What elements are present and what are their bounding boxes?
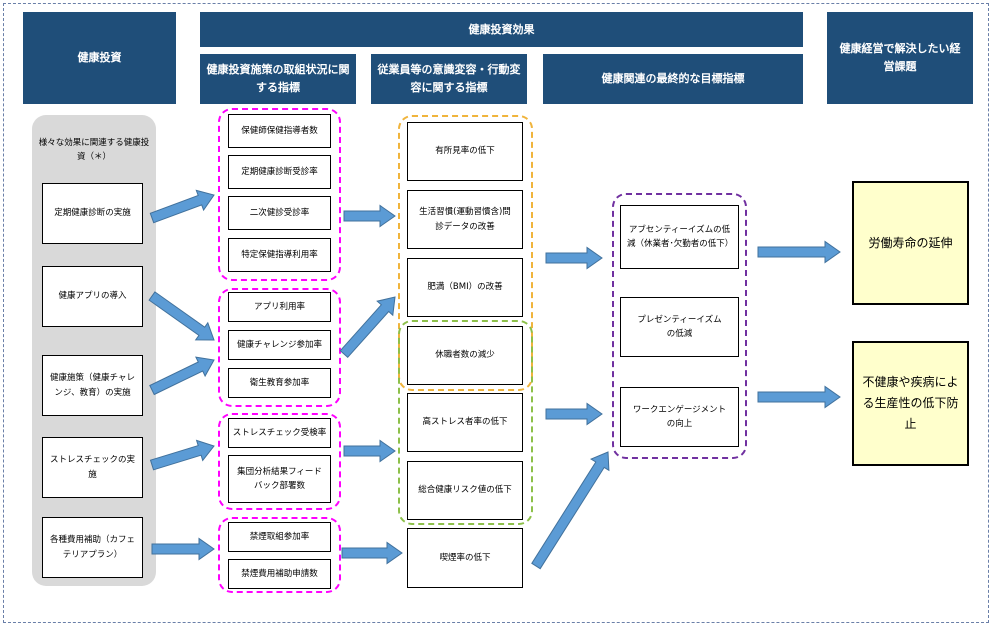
awareness-box: 総合健康リスク値の低下 [407, 461, 523, 520]
flow-arrow [757, 240, 841, 264]
investment-note: 様々な効果に関連する健康投資（＊） [38, 138, 150, 162]
investment-box: 健康施策（健康チャレンジ、教育）の実施 [42, 355, 143, 416]
header-measures-indicators: 健康投資施策の取組状況に関する指標 [200, 54, 356, 104]
awareness-group-green [398, 320, 533, 525]
measure-box: 健康チャレンジ参加率 [228, 330, 331, 360]
measures-group-stress-check [218, 413, 341, 510]
flow-arrow [545, 246, 603, 270]
awareness-box: 生活習慣(運動習慣含)問診データの改善 [407, 190, 523, 249]
header-awareness-indicators: 従業員等の意識変容・行動変容に関する指標 [371, 54, 527, 104]
measures-group-health-checkup [218, 108, 341, 281]
flow-arrow [343, 204, 396, 228]
awareness-box: 休職者数の減少 [407, 326, 523, 385]
header-management-issues: 健康経営で解決したい経営課題 [827, 12, 973, 104]
awareness-box: 有所見率の低下 [407, 122, 523, 181]
investment-box: 各種費用補助（カフェテリアプラン） [42, 517, 143, 578]
investment-box: ストレスチェックの実施 [42, 437, 143, 498]
awareness-box: 喫煙率の低下 [407, 528, 523, 588]
measure-box: 衛生教育参加率 [228, 368, 331, 398]
measure-box: 特定保健指導利用率 [228, 238, 331, 272]
flow-arrow [341, 541, 403, 565]
flow-arrow [149, 439, 215, 471]
awareness-box: 肥満（BMI）の改善 [407, 258, 523, 317]
awareness-box: 高ストレス者率の低下 [407, 393, 523, 452]
header-final-indicators: 健康関連の最終的な目標指標 [543, 54, 803, 104]
flow-arrow [148, 291, 215, 341]
flow-arrow [151, 537, 215, 561]
measures-group-app-education [218, 288, 341, 407]
final-indicators-group [612, 193, 747, 459]
final-indicator-box: ワークエンゲージメントの向上 [620, 387, 739, 447]
measure-box: 禁煙費用補助申請数 [228, 559, 331, 589]
measure-box: 集団分析結果フィードバック部署数 [228, 455, 331, 503]
flow-arrow [149, 189, 215, 224]
flow-arrow [531, 451, 610, 570]
flow-arrow [339, 296, 396, 359]
investment-box: 健康アプリの導入 [42, 266, 143, 327]
awareness-group-orange [398, 115, 533, 391]
measure-box: アプリ利用率 [228, 292, 331, 322]
measure-box: 定期健康診断受診率 [228, 155, 331, 189]
goal-box: 労働寿命の延伸 [852, 181, 969, 305]
header-investment: 健康投資 [23, 12, 176, 104]
final-indicator-box: アブセンティーイズムの低減（休業者･欠勤者の低下） [620, 205, 739, 269]
flow-arrow [149, 356, 215, 396]
flow-arrow [545, 402, 603, 426]
diagram-frame [3, 3, 989, 623]
measure-box: 禁煙取組参加率 [228, 522, 331, 552]
measures-group-smoking [218, 517, 341, 593]
goal-box: 不健康や疾病による生産性の低下防止 [852, 341, 969, 466]
final-indicator-box: プレゼンティーイズムの低減 [620, 297, 739, 357]
measure-box: 二次健診受診率 [228, 196, 331, 230]
header-investment-effect: 健康投資効果 [200, 12, 803, 47]
flow-arrow [757, 385, 841, 409]
measure-box: 保健師保健指導者数 [228, 114, 331, 148]
investment-box: 定期健康診断の実施 [42, 183, 143, 244]
flow-arrow [343, 439, 396, 463]
measure-box: ストレスチェック受検率 [228, 418, 331, 448]
